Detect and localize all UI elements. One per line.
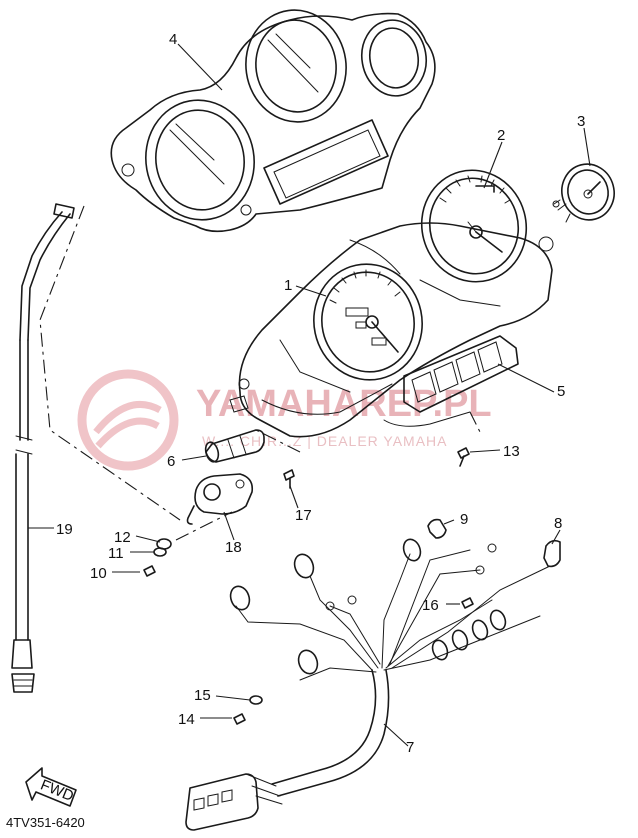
- meter-housing-cover: [110, 9, 436, 233]
- callout-13: 13: [503, 443, 520, 460]
- callout-17: 17: [295, 507, 312, 524]
- callout-12: 12: [114, 529, 131, 546]
- assembly-lines: [39, 205, 481, 541]
- tachometer: [420, 169, 528, 283]
- callout-5: 5: [557, 383, 565, 400]
- harness-sockets: [229, 538, 507, 675]
- fasteners: [143, 447, 474, 725]
- indicator-panel: [383, 335, 519, 427]
- bulbs: [427, 518, 561, 568]
- lamp-socket: [204, 429, 265, 463]
- watermark: YAMAHAREP.PL W.... CHIR...Z | DEALER YAM…: [77, 369, 492, 471]
- callout-6: 6: [167, 453, 175, 470]
- callout-10: 10: [90, 565, 107, 582]
- meter-case: [229, 222, 554, 438]
- callout-11: 11: [108, 545, 124, 562]
- callout-1: 1: [284, 277, 292, 294]
- callout-19: 19: [56, 521, 73, 538]
- callout-15: 15: [194, 687, 211, 704]
- callout-16: 16: [422, 597, 439, 614]
- small-gauge: [552, 163, 615, 223]
- callout-9: 9: [460, 511, 468, 528]
- callout-3: 3: [577, 113, 585, 130]
- part-code: 4TV351-6420: [6, 815, 85, 830]
- speedometer-cable: [11, 203, 75, 693]
- wire-harness: [185, 538, 551, 831]
- speedometer: [313, 263, 423, 381]
- callout-18: 18: [225, 539, 242, 556]
- callout-14: 14: [178, 711, 195, 728]
- callout-4: 4: [169, 31, 177, 48]
- callout-8: 8: [554, 515, 562, 532]
- speedometer-gear-unit: [186, 473, 254, 525]
- fwd-arrow-icon: FWD: [25, 767, 77, 807]
- callout-7: 7: [406, 739, 414, 756]
- callout-labels: 4 2 3 1 5 6 13 17 18 19 12 11 10 9 8 16 …: [56, 31, 585, 756]
- callout-2: 2: [497, 127, 505, 144]
- leader-lines: [28, 43, 591, 747]
